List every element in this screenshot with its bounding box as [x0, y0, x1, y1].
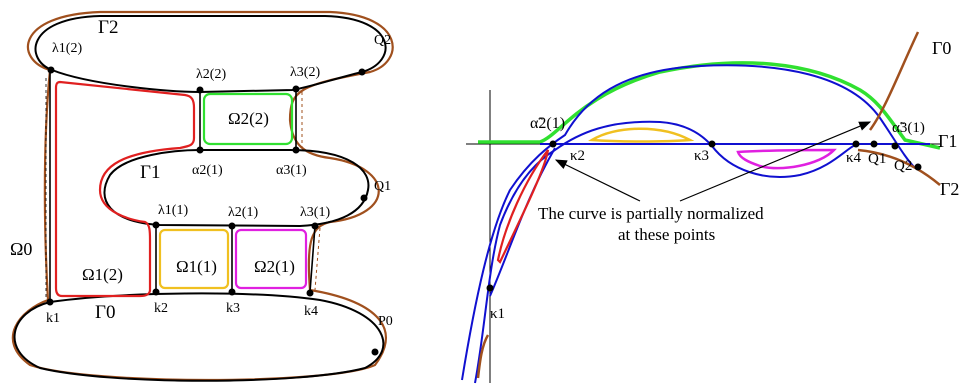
- k1-point: [46, 298, 54, 306]
- p0-point: [371, 348, 379, 356]
- left-figure: Γ2 Γ1 Γ0 Ω0 Ω2(2) Ω1(2) Ω1(1) Ω2(1) λ1(2…: [10, 10, 394, 382]
- label-gamma-2-right: Γ2: [940, 179, 959, 199]
- label-alpha-3-1-right: α̃3(1): [892, 120, 925, 136]
- label-gamma-1-right: Γ1: [938, 131, 957, 151]
- lambda-2-2-point: [196, 86, 204, 94]
- label-omega-2-2: Ω2(2): [228, 109, 269, 128]
- label-lambda-2-2: λ2(2): [196, 67, 226, 82]
- yellow-loop: [587, 127, 695, 143]
- q2-point: [358, 68, 366, 76]
- k2-point: [152, 288, 160, 296]
- kappa-2-point: [549, 140, 557, 148]
- omega-1-1-region: [158, 228, 230, 290]
- alpha-3-1-point: [292, 146, 300, 154]
- label-kappa-1: κ1: [490, 306, 505, 322]
- label-omega-1-1: Ω1(1): [176, 257, 217, 276]
- right-brown-dashed-2: [314, 227, 321, 291]
- k4-point: [306, 289, 314, 297]
- green-curve: [478, 61, 941, 150]
- label-alpha-3-1: α3(1): [276, 163, 307, 178]
- label-alpha-2-1-right: α̃2(1): [530, 115, 565, 132]
- label-alpha-2-1: α2(1): [192, 163, 223, 178]
- blue-curve-outer: [461, 64, 916, 381]
- label-k2: k2: [154, 301, 168, 316]
- arrow-to-alpha3: [679, 121, 872, 202]
- label-lambda-3-2: λ3(2): [290, 65, 320, 80]
- label-k3: k3: [226, 301, 240, 316]
- label-omega-1-2: Ω1(2): [82, 265, 123, 284]
- q2-point-right: [891, 142, 899, 150]
- right-figure: Γ0 Γ1 Γ2 α̃2(1) α̃3(1) κ1 κ2 κ3 κ4 Q1 Q2…: [461, 31, 959, 384]
- brown-curve-bottom: [476, 334, 490, 379]
- label-kappa-2: κ2: [570, 148, 585, 164]
- magenta-loop: [736, 148, 837, 170]
- brown-outline-curve: [11, 10, 394, 382]
- kappa-1-point: [486, 284, 494, 292]
- lambda-3-2-point: [292, 85, 300, 93]
- label-lambda-1-1: λ1(1): [158, 203, 188, 218]
- kappa-4-point: [852, 140, 860, 148]
- label-kappa-3: κ3: [694, 148, 709, 164]
- q1-point: [360, 194, 368, 202]
- lambda-1-1-point: [152, 221, 160, 229]
- label-gamma-1: Γ1: [140, 162, 160, 183]
- gamma-0-oval: [13, 292, 385, 382]
- arrow-to-kappa2: [554, 159, 641, 202]
- brown-curve-gamma0: [868, 31, 920, 131]
- label-gamma-0: Γ0: [95, 302, 115, 323]
- cut-k4: [309, 225, 316, 293]
- q1-point-right: [870, 140, 878, 148]
- end-point-right: [914, 163, 922, 171]
- note-line-2: at these points: [618, 225, 715, 244]
- label-k4: k4: [304, 304, 318, 319]
- label-gamma-2: Γ2: [98, 17, 118, 38]
- gamma-1-oval: [103, 149, 370, 228]
- label-omega-2-1: Ω2(1): [254, 257, 295, 276]
- kappa-3-point: [708, 140, 716, 148]
- alpha-2-1-point: [196, 146, 204, 154]
- blue-curve-inner: [474, 120, 856, 384]
- brown-curve-gamma2: [857, 148, 941, 186]
- label-omega-0: Ω0: [10, 239, 32, 259]
- label-q2-right: Q2: [894, 158, 912, 174]
- label-kappa-4: κ4: [846, 150, 862, 166]
- lambda-1-2-point: [47, 66, 55, 74]
- label-lambda-1-2: λ1(2): [52, 41, 82, 56]
- label-q1: Q1: [374, 179, 391, 194]
- label-p0: P0: [378, 314, 393, 329]
- omega-1-2-region: [54, 80, 196, 298]
- omega-2-2-region: [202, 92, 294, 146]
- lambda-3-1-point: [311, 222, 319, 230]
- k3-point: [228, 288, 236, 296]
- lambda-2-1-point: [228, 222, 236, 230]
- label-lambda-3-1: λ3(1): [300, 205, 330, 220]
- label-gamma-0-right: Γ0: [932, 38, 951, 58]
- label-q2: Q2: [374, 33, 391, 48]
- label-q1-right: Q1: [868, 151, 886, 167]
- gamma-2-oval: [34, 15, 387, 94]
- label-lambda-2-1: λ2(1): [228, 205, 258, 220]
- label-k1: k1: [46, 311, 60, 326]
- omega-2-1-region: [234, 228, 308, 290]
- note-line-1: The curve is partially normalized: [538, 204, 764, 223]
- red-curve: [496, 149, 550, 264]
